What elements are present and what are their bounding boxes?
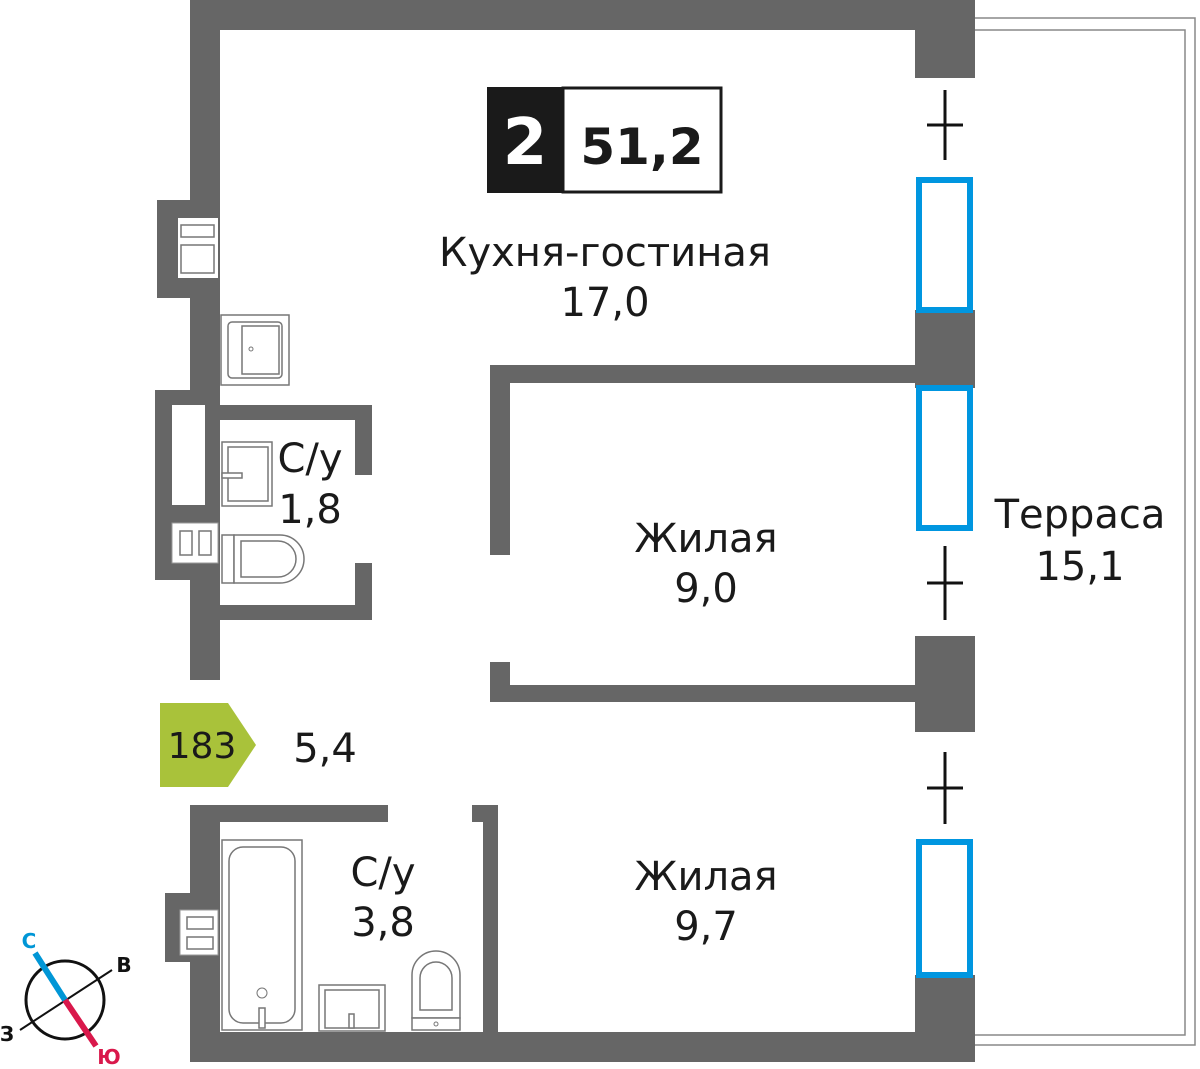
room-area-bath2: 3,8 <box>351 900 415 946</box>
area-badge <box>561 86 723 194</box>
total-area: 51,2 <box>580 118 703 176</box>
bathtub-icon <box>221 839 303 1031</box>
door-markers <box>927 90 963 824</box>
rooms-count: 2 <box>503 106 548 180</box>
room-area-bath1: 1,8 <box>278 487 342 533</box>
compass-east: В <box>116 953 131 977</box>
room-name-bedroom2: Жилая <box>634 854 777 900</box>
south-arrow <box>62 998 99 1048</box>
room-area-bedroom1: 9,0 <box>674 566 738 612</box>
compass: С В З Ю <box>0 929 132 1069</box>
sink-icon-2 <box>318 984 386 1032</box>
toilet-icon <box>221 534 305 584</box>
room-name-bath1: С/у <box>277 436 342 482</box>
windows <box>916 177 973 978</box>
compass-west: З <box>0 1022 14 1046</box>
apartment-number: 183 <box>168 726 237 767</box>
north-arrow <box>32 951 68 1002</box>
stove-icon <box>220 314 290 386</box>
room-name-kitchen: Кухня-гостиная <box>439 230 771 276</box>
room-name-bath2: С/у <box>350 850 415 896</box>
compass-north: С <box>22 929 37 953</box>
shafts <box>171 218 219 956</box>
room-area-bedroom2: 9,7 <box>674 904 738 950</box>
sink-icon <box>221 441 273 507</box>
toilet-icon-2 <box>411 950 461 1031</box>
room-area-hall: 5,4 <box>293 726 357 772</box>
rooms-badge <box>487 87 562 193</box>
apartment-number-tag <box>160 703 256 787</box>
compass-south: Ю <box>97 1045 120 1069</box>
terrace-outline <box>975 17 1196 1046</box>
room-name-bedroom1: Жилая <box>634 516 777 562</box>
room-area-kitchen: 17,0 <box>560 280 649 326</box>
room-name-terrace: Терраса <box>994 492 1166 538</box>
room-area-terrace: 15,1 <box>1035 544 1124 590</box>
